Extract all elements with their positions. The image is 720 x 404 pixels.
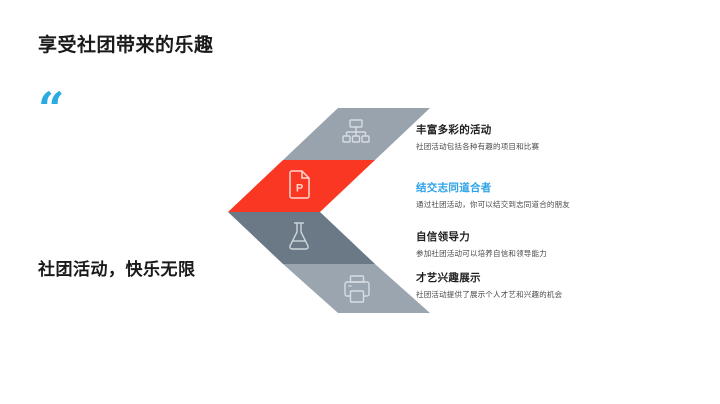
list-item[interactable]: 结交志同道合者 通过社团活动，你可以结交到志同道合的朋友: [416, 180, 570, 210]
item-description: 社团活动提供了展示个人才艺和兴趣的机会: [416, 290, 563, 299]
item-title: 结交志同道合者: [416, 182, 492, 194]
chevron-band-2[interactable]: P: [228, 160, 375, 212]
chevron-band-1[interactable]: [283, 108, 430, 160]
slide-subtitle: 社团活动，快乐无限: [38, 260, 196, 279]
file-presentation-icon: P: [289, 170, 310, 199]
printer-icon: [344, 275, 370, 303]
flask-icon: [289, 222, 309, 250]
item-title: 自信领导力: [416, 231, 470, 243]
item-title: 才艺兴趣展示: [416, 272, 481, 284]
item-description: 通过社团活动，你可以结交到志同道合的朋友: [416, 200, 570, 209]
list-item[interactable]: 才艺兴趣展示 社团活动提供了展示个人才艺和兴趣的机会: [416, 270, 562, 300]
chevron-diagram: P: [228, 108, 430, 313]
chevron-band-3[interactable]: [228, 212, 375, 264]
item-title: 丰富多彩的活动: [416, 124, 492, 136]
item-description: 社团活动包括各种有趣的项目和比赛: [416, 142, 540, 151]
sitemap-icon: [342, 119, 370, 143]
page-title: 享受社团带来的乐趣: [38, 35, 214, 56]
item-description: 参加社团活动可以培养自信和领导能力: [416, 249, 547, 258]
list-item[interactable]: 自信领导力 参加社团活动可以培养自信和领导能力: [416, 229, 547, 259]
quote-mark-icon: “: [38, 82, 65, 136]
chevron-band-4[interactable]: [283, 264, 430, 313]
list-item[interactable]: 丰富多彩的活动 社团活动包括各种有趣的项目和比赛: [416, 122, 539, 152]
svg-text:P: P: [296, 183, 303, 195]
